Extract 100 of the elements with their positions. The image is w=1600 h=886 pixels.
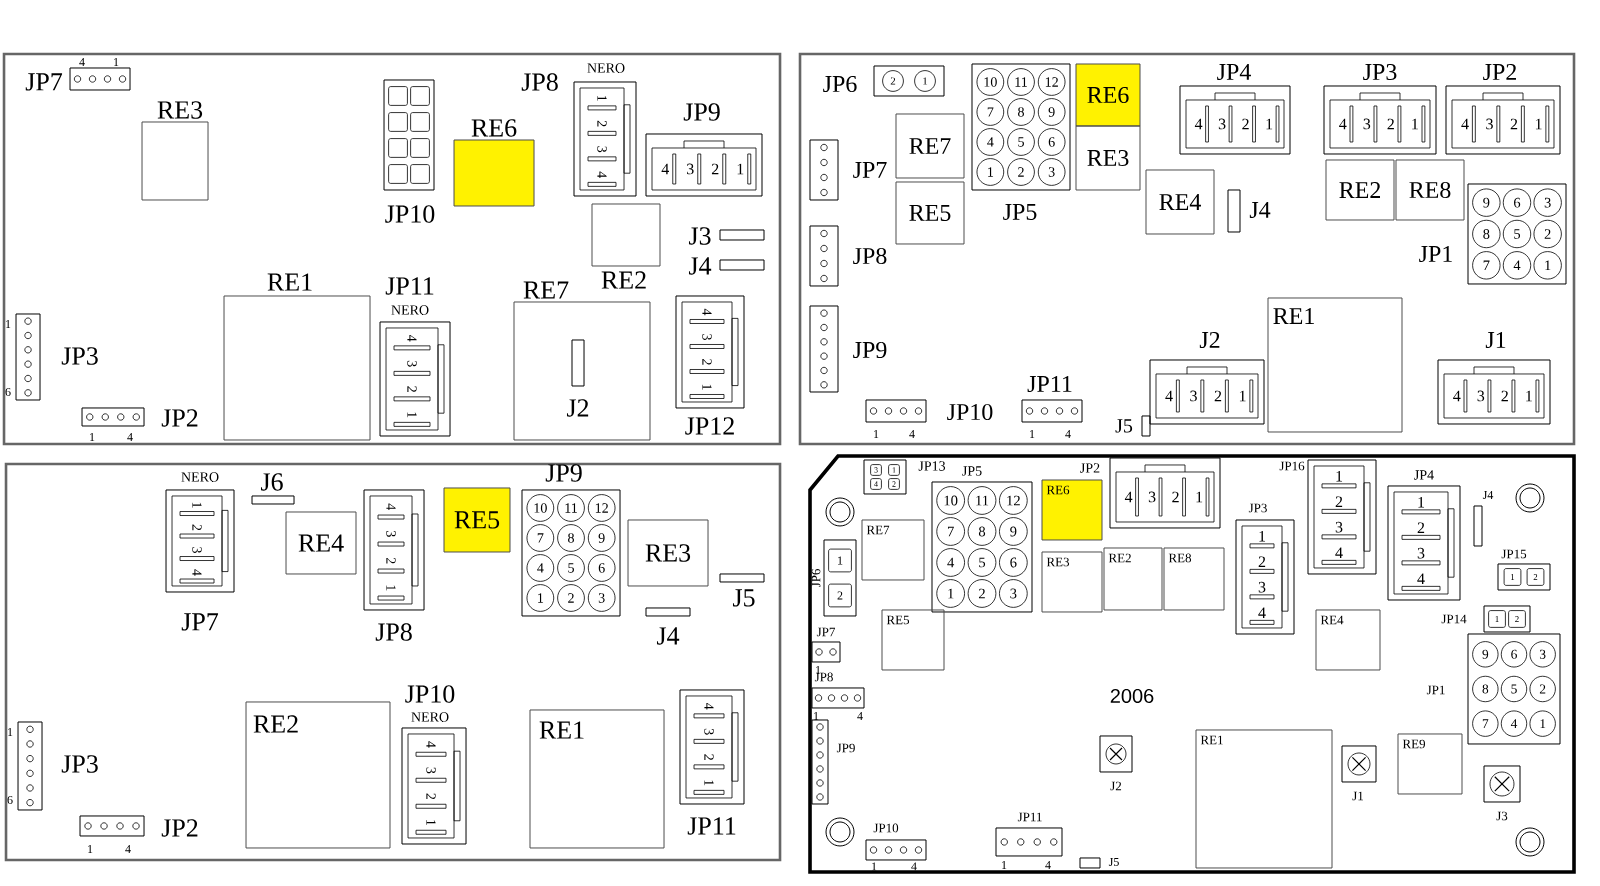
part-label: JP5 [1003, 204, 1037, 220]
pin-number: 3 [1218, 118, 1226, 130]
relay-box [1163, 547, 1225, 611]
part-label: RE5 [454, 511, 500, 529]
relay-box [1397, 733, 1463, 795]
pin-number: 4 [661, 163, 669, 175]
part-label: J1 [1485, 331, 1506, 348]
part-label: RE3 [1087, 149, 1129, 167]
circuit-board [4, 462, 782, 862]
pin-connector [823, 65, 945, 97]
part-label: J5 [733, 589, 755, 607]
relay-box [141, 101, 209, 201]
connector [645, 103, 763, 197]
connector [363, 489, 425, 641]
pin-number: 1 [1418, 496, 1425, 508]
part-label: J2 [1199, 331, 1220, 349]
pin-header [811, 672, 865, 720]
relay-box [1075, 63, 1141, 127]
pin-number: 2 [1335, 496, 1343, 507]
part-label: JP7 [181, 613, 219, 631]
pin-number: 3 [1417, 547, 1425, 559]
pin-header [865, 823, 927, 871]
relay-box [285, 511, 357, 575]
relay-box [1395, 159, 1465, 221]
relay-box [1267, 297, 1403, 433]
part-label: RE7 [909, 138, 951, 154]
jumper [1079, 857, 1119, 869]
relay-box [591, 203, 661, 289]
pin-header [809, 139, 887, 201]
pin-number: 2 [1501, 390, 1508, 402]
pin-number: 3 [1148, 491, 1156, 503]
connector [1445, 63, 1561, 155]
part-label: JP7 [25, 73, 63, 91]
pin-connector [1426, 633, 1561, 745]
pin-number: 2 [1417, 522, 1425, 533]
part-label: JP2 [1483, 63, 1516, 81]
pin-connector [383, 79, 435, 223]
part-label: RE8 [1409, 181, 1451, 199]
relay-box [1325, 159, 1395, 221]
pin-header [79, 815, 198, 853]
connector [675, 295, 745, 435]
part-label: JP8 [853, 247, 887, 265]
pin-number: 3 [1258, 581, 1266, 593]
pin-number: 3 [687, 163, 694, 175]
part-label: JP9 [853, 341, 887, 359]
part-label: JP3 [61, 755, 98, 773]
part-label: J4 [657, 627, 680, 645]
part-label: J3 [689, 227, 711, 245]
part-label: JP7 [853, 162, 887, 178]
relay-box [1041, 551, 1103, 613]
part-label: RE2 [1339, 182, 1380, 198]
pin-number: 2 [1387, 118, 1394, 130]
pin-number: 4 [1417, 573, 1425, 584]
part-label: JP3 [61, 347, 98, 365]
part-label: RE6 [471, 119, 517, 137]
relay-box [223, 273, 371, 441]
pin-header [995, 812, 1063, 869]
relay-box [861, 519, 925, 581]
part-label: J4 [689, 257, 712, 275]
pin-number: 3 [1363, 118, 1371, 130]
pin-number: 1 [1336, 470, 1343, 482]
relay-box [881, 609, 945, 671]
part-label: RE4 [1159, 194, 1201, 210]
connector [1387, 470, 1461, 601]
part-label: JP2 [161, 409, 198, 427]
connector [1323, 63, 1437, 155]
connector [379, 277, 451, 437]
pin-header [865, 399, 993, 438]
relay-box [453, 119, 535, 207]
part-label: JP6 [823, 75, 857, 93]
pin-header [809, 225, 887, 287]
pin-number: 4 [1461, 118, 1469, 130]
part-label: JP10 [385, 205, 435, 223]
pin-number: 1 [1535, 118, 1542, 130]
pin-number: 1 [1196, 491, 1203, 503]
year-label: 2006 [1110, 688, 1154, 704]
trimmer [1099, 735, 1133, 791]
pin-number: 4 [1165, 390, 1173, 402]
connector [1149, 331, 1265, 425]
pin-number: 4 [1194, 118, 1203, 130]
part-label: J4 [1249, 201, 1271, 218]
connector [679, 689, 745, 835]
pin-connector [1497, 549, 1551, 591]
jumper [567, 339, 589, 417]
relay-box [529, 709, 665, 849]
part-label: JP9 [545, 464, 582, 482]
relay-box [895, 181, 965, 245]
part-label: RE6 [1087, 86, 1129, 104]
jumper [645, 607, 691, 645]
circuit-board [2, 52, 782, 446]
pin-header [7, 721, 98, 811]
pin-number: 1 [1239, 390, 1246, 402]
relay-box [895, 113, 965, 179]
part-label: RE2 [253, 715, 298, 733]
part-label: RE4 [298, 534, 344, 552]
relay-box [1145, 169, 1215, 235]
pin-connector [1441, 605, 1531, 633]
part-label: RE7 [523, 281, 569, 299]
circuit-board [808, 454, 1576, 874]
part-label: JP2 [161, 819, 198, 837]
